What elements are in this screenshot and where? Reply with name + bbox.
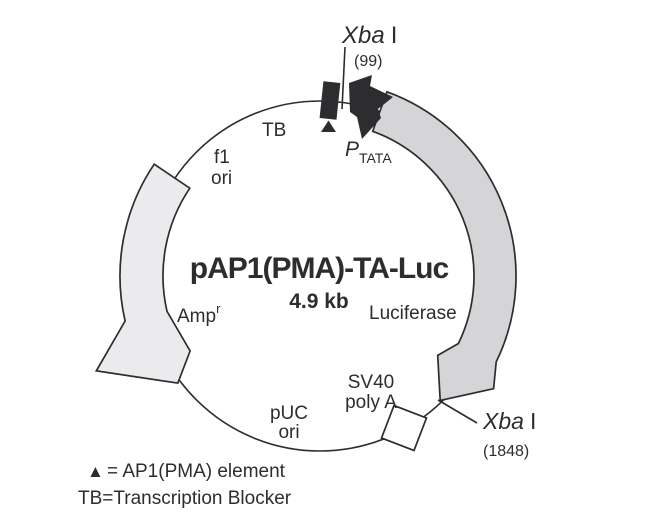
xba99-roman: I: [391, 22, 398, 49]
xba99-enzyme: Xba: [341, 22, 385, 49]
xba1848-roman: I: [530, 408, 536, 434]
puc-ori-label-line2: ori: [278, 422, 299, 443]
legend-line2: TB=Transcription Blocker: [78, 488, 292, 509]
sv40-polya-label-line2: poly A: [345, 392, 397, 413]
tb-block: [319, 81, 341, 120]
legend-line1: = AP1(PMA) element: [107, 461, 286, 482]
luciferase-label: Luciferase: [369, 303, 457, 324]
xba99-leader-line: [341, 46, 346, 110]
xba99-position: (99): [354, 53, 382, 70]
legend-ap1-triangle-icon: ▲: [87, 462, 104, 481]
promoter-arrow: [349, 75, 393, 139]
amp-label: Ampr: [177, 301, 221, 327]
plasmid-size: 4.9 kb: [289, 290, 349, 313]
xba1848-enzyme: Xba: [482, 408, 524, 434]
f1-ori-label-line1: f1: [214, 147, 230, 168]
xba1848-position: (1848): [483, 443, 529, 460]
amp-label-base: Amp: [177, 306, 216, 327]
puc-ori-label-line1: pUC: [270, 403, 308, 424]
f1-ori-label-line2: ori: [211, 168, 232, 189]
amp-arrow-arc: [94, 163, 192, 385]
tb-label: TB: [262, 120, 286, 141]
ap1-marker-triangle: [321, 120, 336, 132]
sv40-polya-label-line1: SV40: [348, 372, 394, 393]
amp-label-sup: r: [216, 301, 221, 316]
promoter-sub-label: TATA: [359, 150, 392, 166]
sv40-polya-diamond: [380, 404, 428, 452]
xba1848-leader-line: [437, 399, 478, 424]
plasmid-name: pAP1(PMA)-TA-Luc: [190, 252, 449, 285]
promoter-label: P: [345, 138, 359, 161]
luciferase-arrow-arc: [371, 90, 517, 402]
